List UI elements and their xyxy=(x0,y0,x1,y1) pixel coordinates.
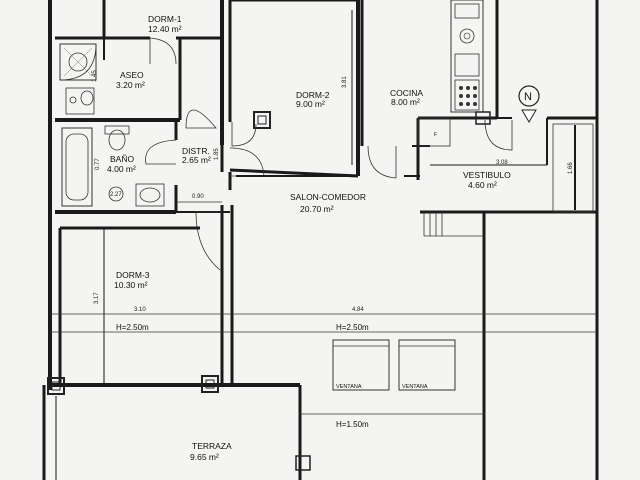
dorm1-walls xyxy=(55,0,224,145)
room-area-distr: 2.65 m² xyxy=(182,155,211,165)
door-aseo xyxy=(149,37,177,65)
room-name-dorm3: DORM-3 xyxy=(116,270,150,280)
room-name-cocina: COCINA xyxy=(390,88,423,98)
room-name-dorm2: DORM-2 xyxy=(296,90,330,100)
bano-sink-icon xyxy=(135,183,165,207)
bathtub-icon xyxy=(61,127,93,207)
door-dorm2 xyxy=(231,122,257,147)
outer-walls xyxy=(42,0,599,480)
dim-4-84: 4.84 xyxy=(352,307,364,313)
column-icon xyxy=(253,111,271,129)
north-arrow: N xyxy=(518,85,540,123)
window-2 xyxy=(398,339,456,391)
height-label-2: H=2.50m xyxy=(336,323,369,332)
kitchen-counter xyxy=(450,0,484,113)
room-name-bano: BAÑO xyxy=(110,154,134,164)
room-area-dorm3: 10.30 m² xyxy=(114,280,148,290)
dim-0-77: 0.77 xyxy=(95,158,101,170)
dorm3-walls xyxy=(50,226,300,387)
room-name-aseo: ASEO xyxy=(120,70,144,80)
dim-1-66: 1.66 xyxy=(568,162,574,174)
room-name-distr: DISTR. xyxy=(182,146,210,156)
aseo-walls xyxy=(55,38,182,122)
dim-3-10: 3.10 xyxy=(134,307,146,313)
dim-2-27: 2.27 xyxy=(110,192,122,198)
dim-3-08: 3.08 xyxy=(496,160,508,166)
door-cocina xyxy=(367,145,397,179)
room-area-dorm2: 9.00 m² xyxy=(296,99,325,109)
stairs xyxy=(423,212,484,237)
window-label-1: VENTANA xyxy=(336,384,362,390)
bano-toilet-icon xyxy=(108,129,126,151)
room-name-salon: SALON-COMEDOR xyxy=(290,192,366,202)
room-area-vestibulo: 4.60 m² xyxy=(468,180,497,190)
sink-icon xyxy=(454,79,480,111)
door-distr-top xyxy=(185,109,217,129)
north-label: N xyxy=(524,91,532,103)
height-label-1: H=2.50m xyxy=(116,323,149,332)
room-name-dorm1: DORM-1 xyxy=(148,14,182,24)
room-area-bano: 4.00 m² xyxy=(107,164,136,174)
dim-1-45: 1.45 xyxy=(92,70,98,82)
window-1 xyxy=(332,339,390,391)
fridge-label: F xyxy=(434,132,438,138)
room-area-aseo: 3.20 m² xyxy=(116,80,145,90)
room-area-terraza: 9.65 m² xyxy=(190,452,219,462)
dim-0-90: 0.90 xyxy=(192,194,204,200)
window-label-2: VENTANA xyxy=(402,384,428,390)
room-name-vestibulo: VESTIBULO xyxy=(463,170,511,180)
room-area-cocina: 8.00 m² xyxy=(391,97,420,107)
dim-3-17: 3.17 xyxy=(94,292,100,304)
height-label-3: H=1.50m xyxy=(336,420,369,429)
terraza-walls xyxy=(55,385,484,480)
door-dorm3 xyxy=(195,211,222,271)
room-name-terraza: TERRAZA xyxy=(192,441,232,451)
dim-1-85: 1.85 xyxy=(214,148,220,160)
door-entrance xyxy=(484,119,513,151)
toilet-icon xyxy=(80,90,94,106)
door-bano xyxy=(145,139,177,165)
dim-3-81: 3.81 xyxy=(342,76,348,88)
shower-icon xyxy=(59,43,97,81)
room-area-dorm1: 12.40 m² xyxy=(148,24,182,34)
hob-icon xyxy=(459,28,475,44)
bano-walls xyxy=(55,120,178,214)
room-area-salon: 20.70 m² xyxy=(300,204,334,214)
